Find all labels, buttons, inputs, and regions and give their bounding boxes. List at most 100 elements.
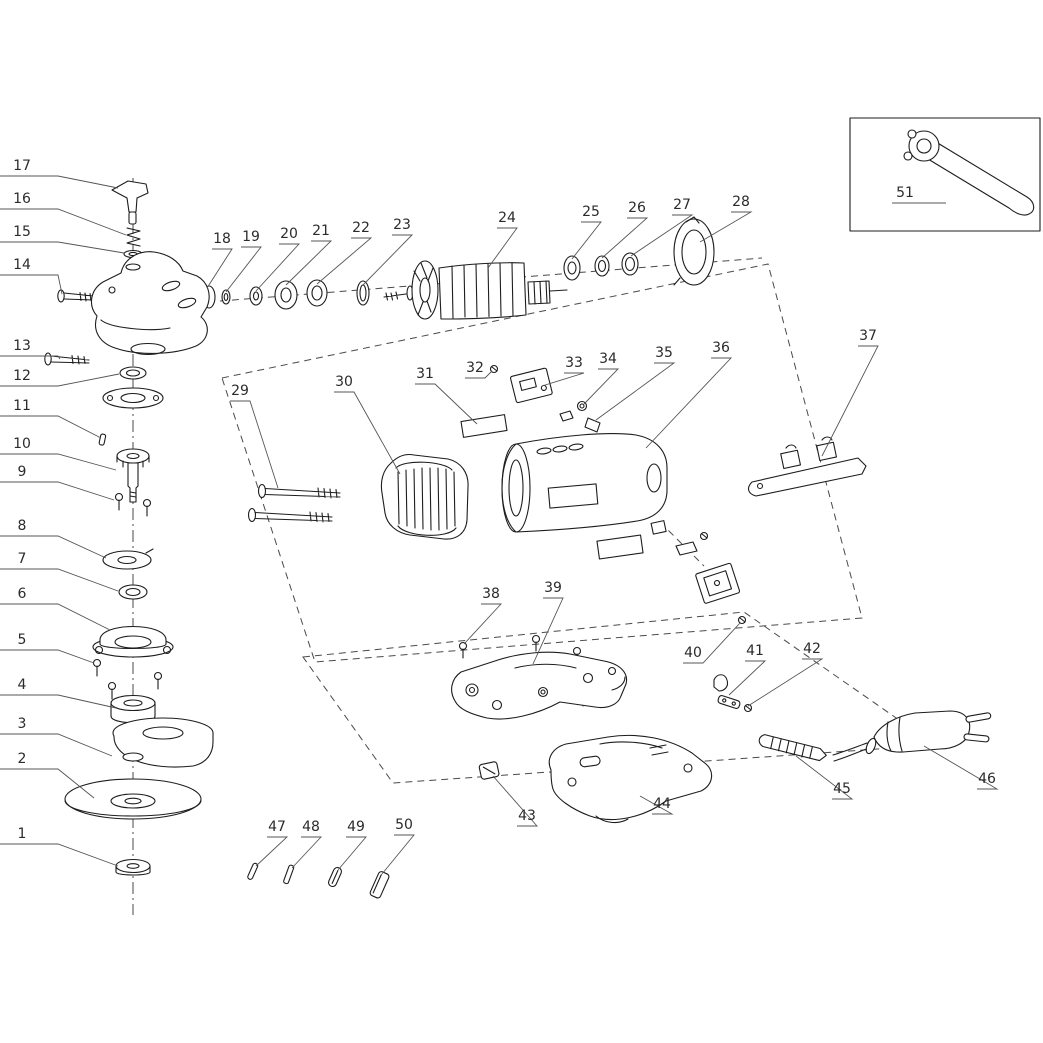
part-37-brush-holder-bracket [747, 436, 867, 497]
leader-line-22 [316, 237, 373, 285]
callout-45: 45 [795, 755, 854, 800]
part-16-spring [126, 227, 141, 247]
part-20-pinion-gear [249, 286, 263, 306]
callout-49: 49 [337, 819, 367, 871]
part-number-2: 2 [18, 751, 27, 767]
part-number-44: 44 [653, 796, 671, 812]
part-45-cord-guard [758, 734, 827, 762]
leader-line-31 [415, 383, 478, 425]
callout-20: 20 [255, 226, 301, 292]
part-number-15: 15 [13, 224, 31, 240]
nameplate-lower [596, 534, 644, 560]
callout-4: 4 [0, 677, 117, 709]
leader-line-50 [381, 834, 415, 875]
callout-12: 12 [0, 368, 120, 387]
leader-line-32 [465, 370, 493, 379]
callout-33: 33 [541, 355, 585, 387]
part-number-11: 11 [13, 398, 31, 414]
leader-line-23 [362, 234, 414, 286]
leader-line-43 [492, 775, 538, 827]
part-number-28: 28 [732, 194, 750, 210]
part-number-49: 49 [347, 819, 365, 835]
leader-line-18 [206, 248, 233, 289]
leader-line-34 [583, 368, 620, 405]
part-11-key-pin [98, 433, 107, 446]
callout-7: 7 [0, 551, 119, 592]
part-number-40: 40 [684, 645, 702, 661]
terminal-screw [699, 531, 709, 541]
part-8-washer-plate [102, 548, 154, 570]
leader-line-46 [923, 745, 999, 790]
part-number-46: 46 [978, 771, 996, 787]
part-number-1: 1 [18, 826, 27, 842]
leader-line-6 [0, 603, 111, 631]
callout-10: 10 [0, 436, 117, 471]
leader-line-4 [0, 694, 117, 709]
leader-line-48 [291, 836, 323, 869]
part-22-bearing [306, 279, 328, 307]
part-47-pin [247, 862, 259, 880]
part-number-13: 13 [13, 338, 31, 354]
part-number-51: 51 [896, 185, 914, 201]
part-4-inner-flange [110, 694, 156, 724]
leader-line-29 [230, 400, 279, 489]
leader-line-37 [821, 345, 879, 457]
leader-line-9 [0, 481, 115, 501]
part-number-25: 25 [582, 204, 600, 220]
part-21-gear [274, 280, 298, 310]
switch-block [695, 562, 741, 604]
leader-line-8 [0, 535, 107, 559]
part-number-27: 27 [673, 197, 691, 213]
part-41-cord-clamp [713, 674, 741, 709]
leader-line-36 [645, 357, 733, 449]
leader-line-49 [337, 836, 367, 871]
part-number-19: 19 [242, 229, 260, 245]
callout-31: 31 [415, 366, 478, 425]
part-17-spindle-lock-pin [111, 180, 149, 225]
callout-35: 35 [595, 345, 676, 421]
leader-line-30 [334, 391, 401, 475]
callout-1: 1 [0, 826, 119, 867]
callout-22: 22 [316, 220, 373, 285]
callout-21: 21 [285, 223, 333, 286]
part-39-handle-half-left [451, 651, 628, 720]
leader-line-11 [0, 415, 102, 439]
part-number-16: 16 [13, 191, 31, 207]
part-number-41: 41 [746, 643, 764, 659]
carbon-brush [650, 520, 667, 535]
part-number-5: 5 [18, 632, 27, 648]
callout-18: 18 [206, 231, 233, 289]
callout-44: 44 [639, 795, 674, 815]
part-number-37: 37 [859, 328, 877, 344]
leader-line-2 [0, 768, 95, 799]
part-number-50: 50 [395, 817, 413, 833]
part-51-pin-spanner [903, 129, 1035, 216]
leader-line-17 [0, 175, 119, 189]
part-number-43: 43 [518, 808, 536, 824]
callout-15: 15 [0, 224, 125, 254]
callout-30: 30 [334, 374, 401, 475]
part-12-bearing [119, 366, 147, 380]
leader-line-28 [699, 211, 753, 243]
callout-40: 40 [683, 622, 741, 664]
callout-28: 28 [699, 194, 753, 243]
part-10-spindle-gear [116, 448, 150, 503]
leader-line-39 [532, 597, 564, 665]
leader-line-35 [595, 362, 676, 421]
leader-line-25 [571, 221, 602, 260]
leader-line-41 [728, 660, 767, 696]
leader-line-12 [0, 373, 120, 387]
part-26-spacer [594, 255, 610, 277]
part-number-4: 4 [18, 677, 27, 693]
part-49-spring-pin [328, 866, 342, 888]
callout-41: 41 [728, 643, 767, 696]
callout-36: 36 [645, 340, 733, 449]
part-number-8: 8 [18, 518, 27, 534]
part-number-31: 31 [416, 366, 434, 382]
callout-16: 16 [0, 191, 127, 236]
part-number-48: 48 [302, 819, 320, 835]
callout-8: 8 [0, 518, 107, 559]
callout-25: 25 [571, 204, 602, 260]
